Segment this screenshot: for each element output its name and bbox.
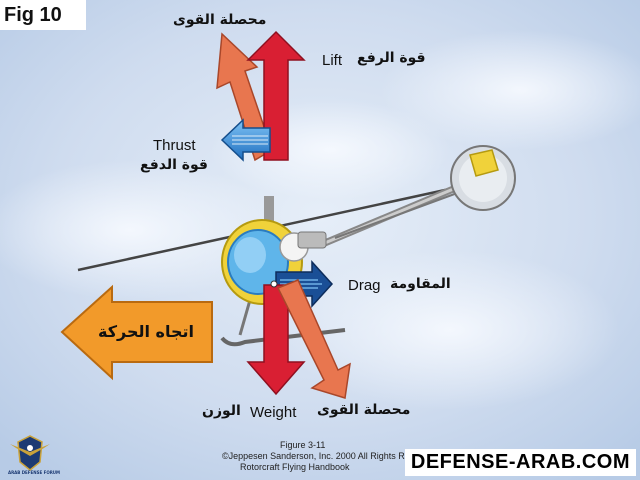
cloud [380, 30, 640, 150]
credit-source: Rotorcraft Flying Handbook [240, 462, 350, 472]
drag-label-ar: المقاومة [390, 276, 451, 292]
lift-label-ar: قوة الرفع [357, 50, 426, 66]
emblem-caption: ARAB DEFENSE FORUM [8, 470, 61, 475]
main-rotor-blade [77, 176, 501, 272]
falcon-shield-icon [10, 435, 50, 471]
direction-of-motion-label: اتجاه الحركة [98, 322, 195, 341]
resultant-label-bottom: محصلة القوى [317, 402, 411, 418]
lift-arrow [246, 30, 306, 161]
resultant-force-arrow-bottom [276, 279, 351, 399]
weight-label-en: Weight [250, 404, 297, 421]
drag-label-en: Drag [348, 277, 381, 294]
center-of-gravity-dot [270, 280, 278, 288]
helicopter-icon [220, 145, 516, 347]
thrust-label-ar: قوة الدفع [140, 157, 208, 173]
figure-label: Fig 10 [0, 0, 86, 30]
cloud [0, 160, 280, 300]
weight-label-ar: الوزن [202, 403, 241, 419]
direction-of-motion-arrow [60, 284, 213, 381]
watermark-brand: DEFENSE-ARAB.COM [404, 449, 636, 476]
credit-figure-number: Figure 3-11 [280, 440, 326, 450]
lift-label-en: Lift [322, 52, 343, 69]
cloud [280, 250, 620, 410]
resultant-label-top: محصلة القوى [173, 12, 267, 28]
thrust-label-en: Thrust [153, 137, 196, 154]
credit-copyright: ©Jeppesen Sanderson, Inc. 2000 All Right… [222, 451, 420, 461]
